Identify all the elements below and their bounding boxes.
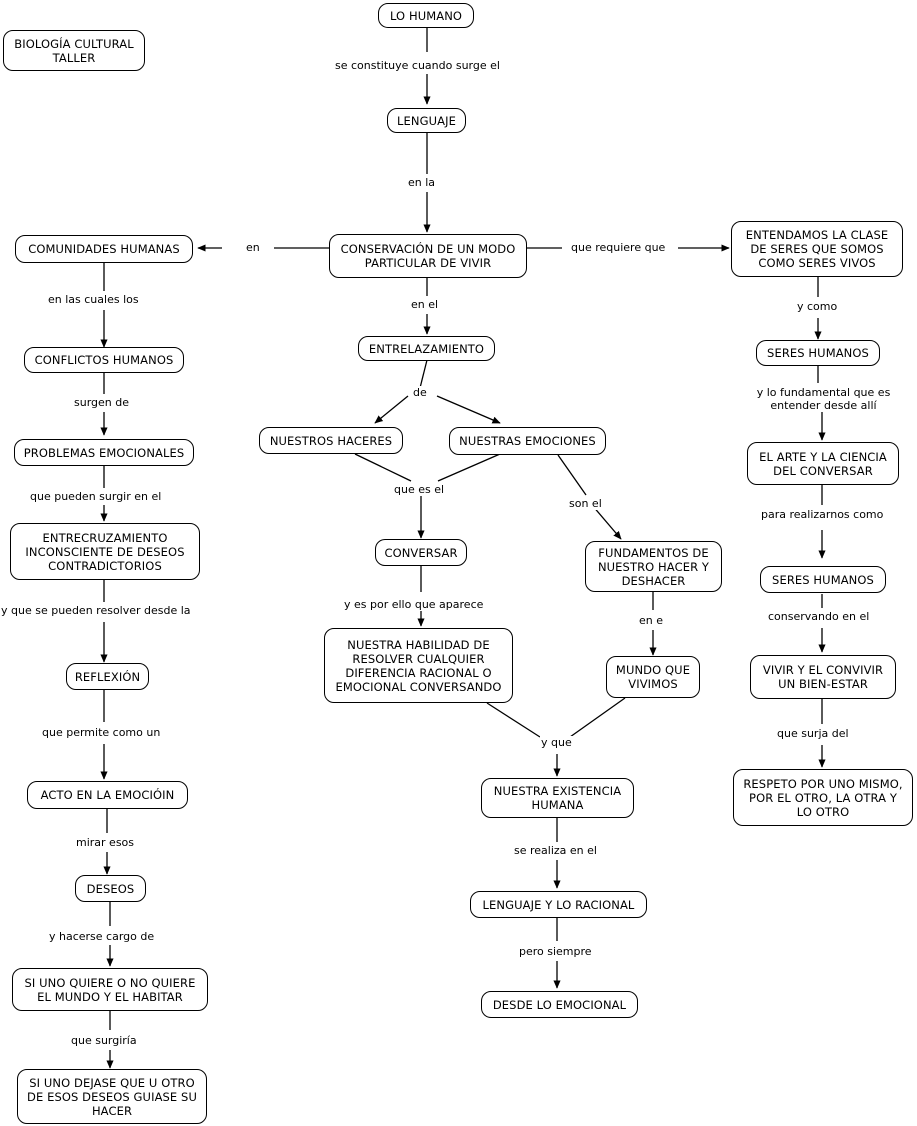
node-reflexion[interactable]: REFLEXIÓN xyxy=(66,663,149,690)
node-problemas-emocionales[interactable]: PROBLEMAS EMOCIONALES xyxy=(14,439,194,466)
node-vivir-convivir[interactable]: VIVIR Y EL CONVIVIR UN BIEN-ESTAR xyxy=(750,655,896,699)
edge-label-que-es-el: que es el xyxy=(393,483,446,496)
node-arte-ciencia-conversar[interactable]: EL ARTE Y LA CIENCIA DEL CONVERSAR xyxy=(747,442,899,485)
node-titulo[interactable]: BIOLOGÍA CULTURAL TALLER xyxy=(3,30,145,71)
node-nuestras-emociones[interactable]: NUESTRAS EMOCIONES xyxy=(449,427,606,455)
edge-label-se-realiza-en-el: se realiza en el xyxy=(513,844,598,857)
node-entendamos[interactable]: ENTENDAMOS LA CLASE DE SERES QUE SOMOS C… xyxy=(731,221,903,277)
node-conservacion[interactable]: CONSERVACIÓN DE UN MODO PARTICULAR DE VI… xyxy=(329,234,527,278)
node-nuestra-habilidad[interactable]: NUESTRA HABILIDAD DE RESOLVER CUALQUIER … xyxy=(324,628,513,703)
edge-label-de: de xyxy=(412,386,428,399)
node-nuestros-haceres[interactable]: NUESTROS HACERES xyxy=(259,427,403,454)
node-deseos[interactable]: DESEOS xyxy=(75,875,146,902)
edge-label-que-requiere-que: que requiere que xyxy=(570,241,667,254)
edge-label-y-que: y que xyxy=(540,736,573,749)
edge-label-son-el: son el xyxy=(568,497,603,510)
edge-mundo-yque xyxy=(569,697,626,738)
edge-label-conservando-en-el: conservando en el xyxy=(767,610,871,623)
node-si-uno-dejase[interactable]: SI UNO DEJASE QUE U OTRO DE ESOS DESEOS … xyxy=(17,1069,207,1124)
edge-entrelazamiento-haceres xyxy=(374,395,409,424)
edge-label-que-surgiria: que surgiría xyxy=(70,1034,138,1047)
edge-label-y-es-por-ello: y es por ello que aparece xyxy=(343,598,485,611)
node-lenguaje[interactable]: LENGUAJE xyxy=(387,108,466,133)
edge-label-en-la: en la xyxy=(407,176,437,189)
edge-label-mirar-esos: mirar esos xyxy=(75,836,136,849)
node-nuestra-existencia[interactable]: NUESTRA EXISTENCIA HUMANA xyxy=(481,778,634,818)
edge-label-pero-siempre: pero siempre xyxy=(518,945,593,958)
node-acto-emocion[interactable]: ACTO EN LA EMOCIÓIN xyxy=(27,781,188,809)
edge-label-que-permite-como-un: que permite como un xyxy=(41,726,162,739)
node-lenguaje-racional[interactable]: LENGUAJE Y LO RACIONAL xyxy=(470,891,647,918)
edge-label-y-como: y como xyxy=(796,300,839,313)
edge-label-en-e: en e xyxy=(638,614,665,627)
node-conversar[interactable]: CONVERSAR xyxy=(375,539,467,566)
node-entrecruzamiento[interactable]: ENTRECRUZAMIENTO INCONSCIENTE DE DESEOS … xyxy=(10,523,200,580)
edge-label-en: en xyxy=(245,241,261,254)
edge-label-en-el: en el xyxy=(410,298,440,311)
node-mundo-que-vivimos[interactable]: MUNDO QUE VIVIMOS xyxy=(606,656,700,698)
node-comunidades-humanas[interactable]: COMUNIDADES HUMANAS xyxy=(15,235,193,263)
edge-label-y-que-se-pueden-resolver: y que se pueden resolver desde la xyxy=(0,604,192,617)
edge-entrelazamiento-emociones xyxy=(436,395,501,424)
edge-label-en-las-cuales-los: en las cuales los xyxy=(47,293,140,306)
edge-emociones-queesel xyxy=(437,453,501,482)
edge-label-que-pueden-surgir: que pueden surgir en el xyxy=(29,490,163,503)
edge-label-que-surja-del: que surja del xyxy=(776,727,850,740)
edge-habilidad-yque xyxy=(486,702,541,738)
edge-label-y-lo-fundamental: y lo fundamental que es entender desde a… xyxy=(735,386,912,412)
edge-sonel-fundamentos xyxy=(591,504,622,540)
node-fundamentos[interactable]: FUNDAMENTOS DE NUESTRO HACER Y DESHACER xyxy=(585,541,722,592)
edge-haceres-queesel xyxy=(354,453,412,482)
node-respeto[interactable]: RESPETO POR UNO MISMO, POR EL OTRO, LA O… xyxy=(733,769,913,826)
edge-label-y-hacerse-cargo-de: y hacerse cargo de xyxy=(48,930,156,943)
node-desde-lo-emocional[interactable]: DESDE LO EMOCIONAL xyxy=(481,991,638,1018)
node-seres-humanos-2[interactable]: SERES HUMANOS xyxy=(760,566,886,593)
node-si-uno-quiere[interactable]: SI UNO QUIERE O NO QUIERE EL MUNDO Y EL … xyxy=(12,968,208,1011)
node-seres-humanos-1[interactable]: SERES HUMANOS xyxy=(756,340,880,366)
edge-label-para-realizarnos-como: para realizarnos como xyxy=(760,508,885,521)
edge-entrelazamiento-label-de xyxy=(419,359,428,389)
node-lo-humano[interactable]: LO HUMANO xyxy=(378,3,474,28)
edge-emociones-sonel xyxy=(557,454,587,496)
node-entrelazamiento[interactable]: ENTRELAZAMIENTO xyxy=(358,336,495,361)
edge-label-se-constituye: se constituye cuando surge el xyxy=(334,59,501,72)
node-conflictos-humanos[interactable]: CONFLICTOS HUMANOS xyxy=(24,347,184,373)
edge-label-surgen-de: surgen de xyxy=(73,396,130,409)
